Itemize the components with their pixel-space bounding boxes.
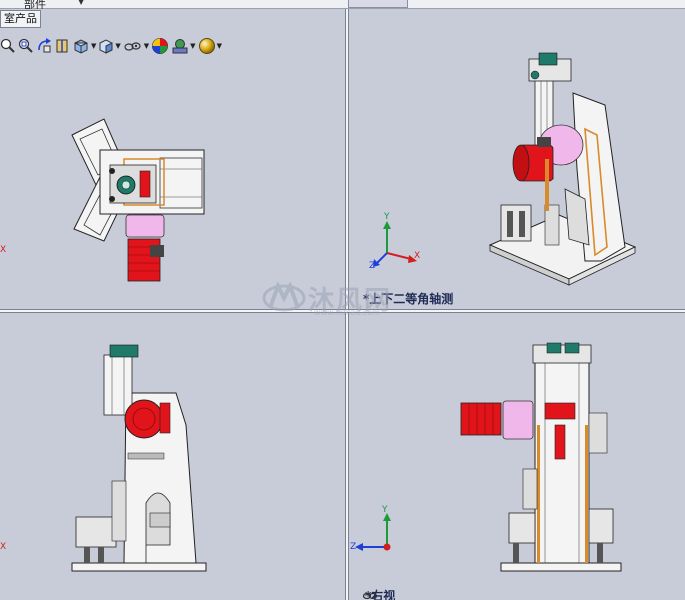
axis-triad-right	[355, 513, 391, 551]
view-orientation-icon[interactable]: ▼	[72, 37, 96, 55]
zoom-fit-icon[interactable]	[0, 37, 16, 55]
view-settings-icon[interactable]: ▼	[198, 37, 222, 55]
chevron-down-icon[interactable]: ▼	[78, 0, 85, 6]
viewport-isometric[interactable]: Y X Z *上下二等角轴测	[349, 9, 685, 309]
apply-scene-icon[interactable]: ▼	[171, 37, 196, 55]
chevron-down-icon[interactable]: ▼	[190, 42, 196, 50]
watermark: 沐风网 www.mfcad.com	[262, 278, 432, 320]
axis-z-label: Z	[350, 542, 357, 552]
heads-up-view-toolbar: ▼ ▼ ▼ ▼ ▼	[0, 37, 222, 55]
view-label-isometric: *上下二等角轴测	[363, 292, 454, 306]
view-label-right: *右视	[365, 589, 396, 600]
axis-triad-isometric	[373, 221, 417, 267]
feature-tree-root[interactable]: 室产品	[0, 10, 41, 28]
viewport-front[interactable]: X	[0, 313, 345, 600]
viewport-top[interactable]: X	[0, 9, 345, 309]
previous-view-icon[interactable]	[36, 37, 52, 55]
watermark-text: 沐风网	[308, 286, 393, 316]
top-highlight-tab[interactable]	[348, 0, 408, 8]
axis-y-label: Y	[382, 505, 388, 515]
right-view-model	[460, 342, 622, 572]
display-style-icon[interactable]: ▼	[98, 37, 121, 55]
chevron-down-icon[interactable]: ▼	[91, 42, 97, 50]
isometric-view-model	[488, 52, 637, 286]
top-menu-bar: 部件 ▼	[0, 0, 685, 11]
chevron-down-icon[interactable]: ▼	[143, 42, 150, 50]
link-icon	[363, 592, 377, 600]
axis-x-label: X	[0, 245, 7, 255]
axis-x-label: X	[0, 542, 7, 552]
chevron-down-icon[interactable]: ▼	[216, 42, 222, 50]
axis-y-label: Y	[384, 212, 390, 222]
watermark-logo-icon	[262, 280, 306, 312]
tab-parts[interactable]: 部件	[24, 0, 46, 11]
hide-show-items-icon[interactable]: ▼	[123, 37, 149, 55]
zoom-area-icon[interactable]	[18, 37, 34, 55]
section-view-icon[interactable]	[54, 37, 70, 55]
front-view-model	[71, 344, 207, 572]
chevron-down-icon[interactable]: ▼	[115, 42, 121, 50]
viewport-right[interactable]: Y Z *右视	[349, 313, 685, 600]
viewport-splitter-horizontal[interactable]	[0, 309, 685, 313]
axis-z-label: Z	[369, 261, 376, 271]
viewport-splitter-vertical[interactable]	[345, 9, 349, 600]
top-view-model	[71, 118, 205, 282]
watermark-url: www.mfcad.com	[314, 308, 381, 317]
axis-x-label: X	[414, 251, 421, 261]
edit-appearance-icon[interactable]	[151, 37, 169, 55]
